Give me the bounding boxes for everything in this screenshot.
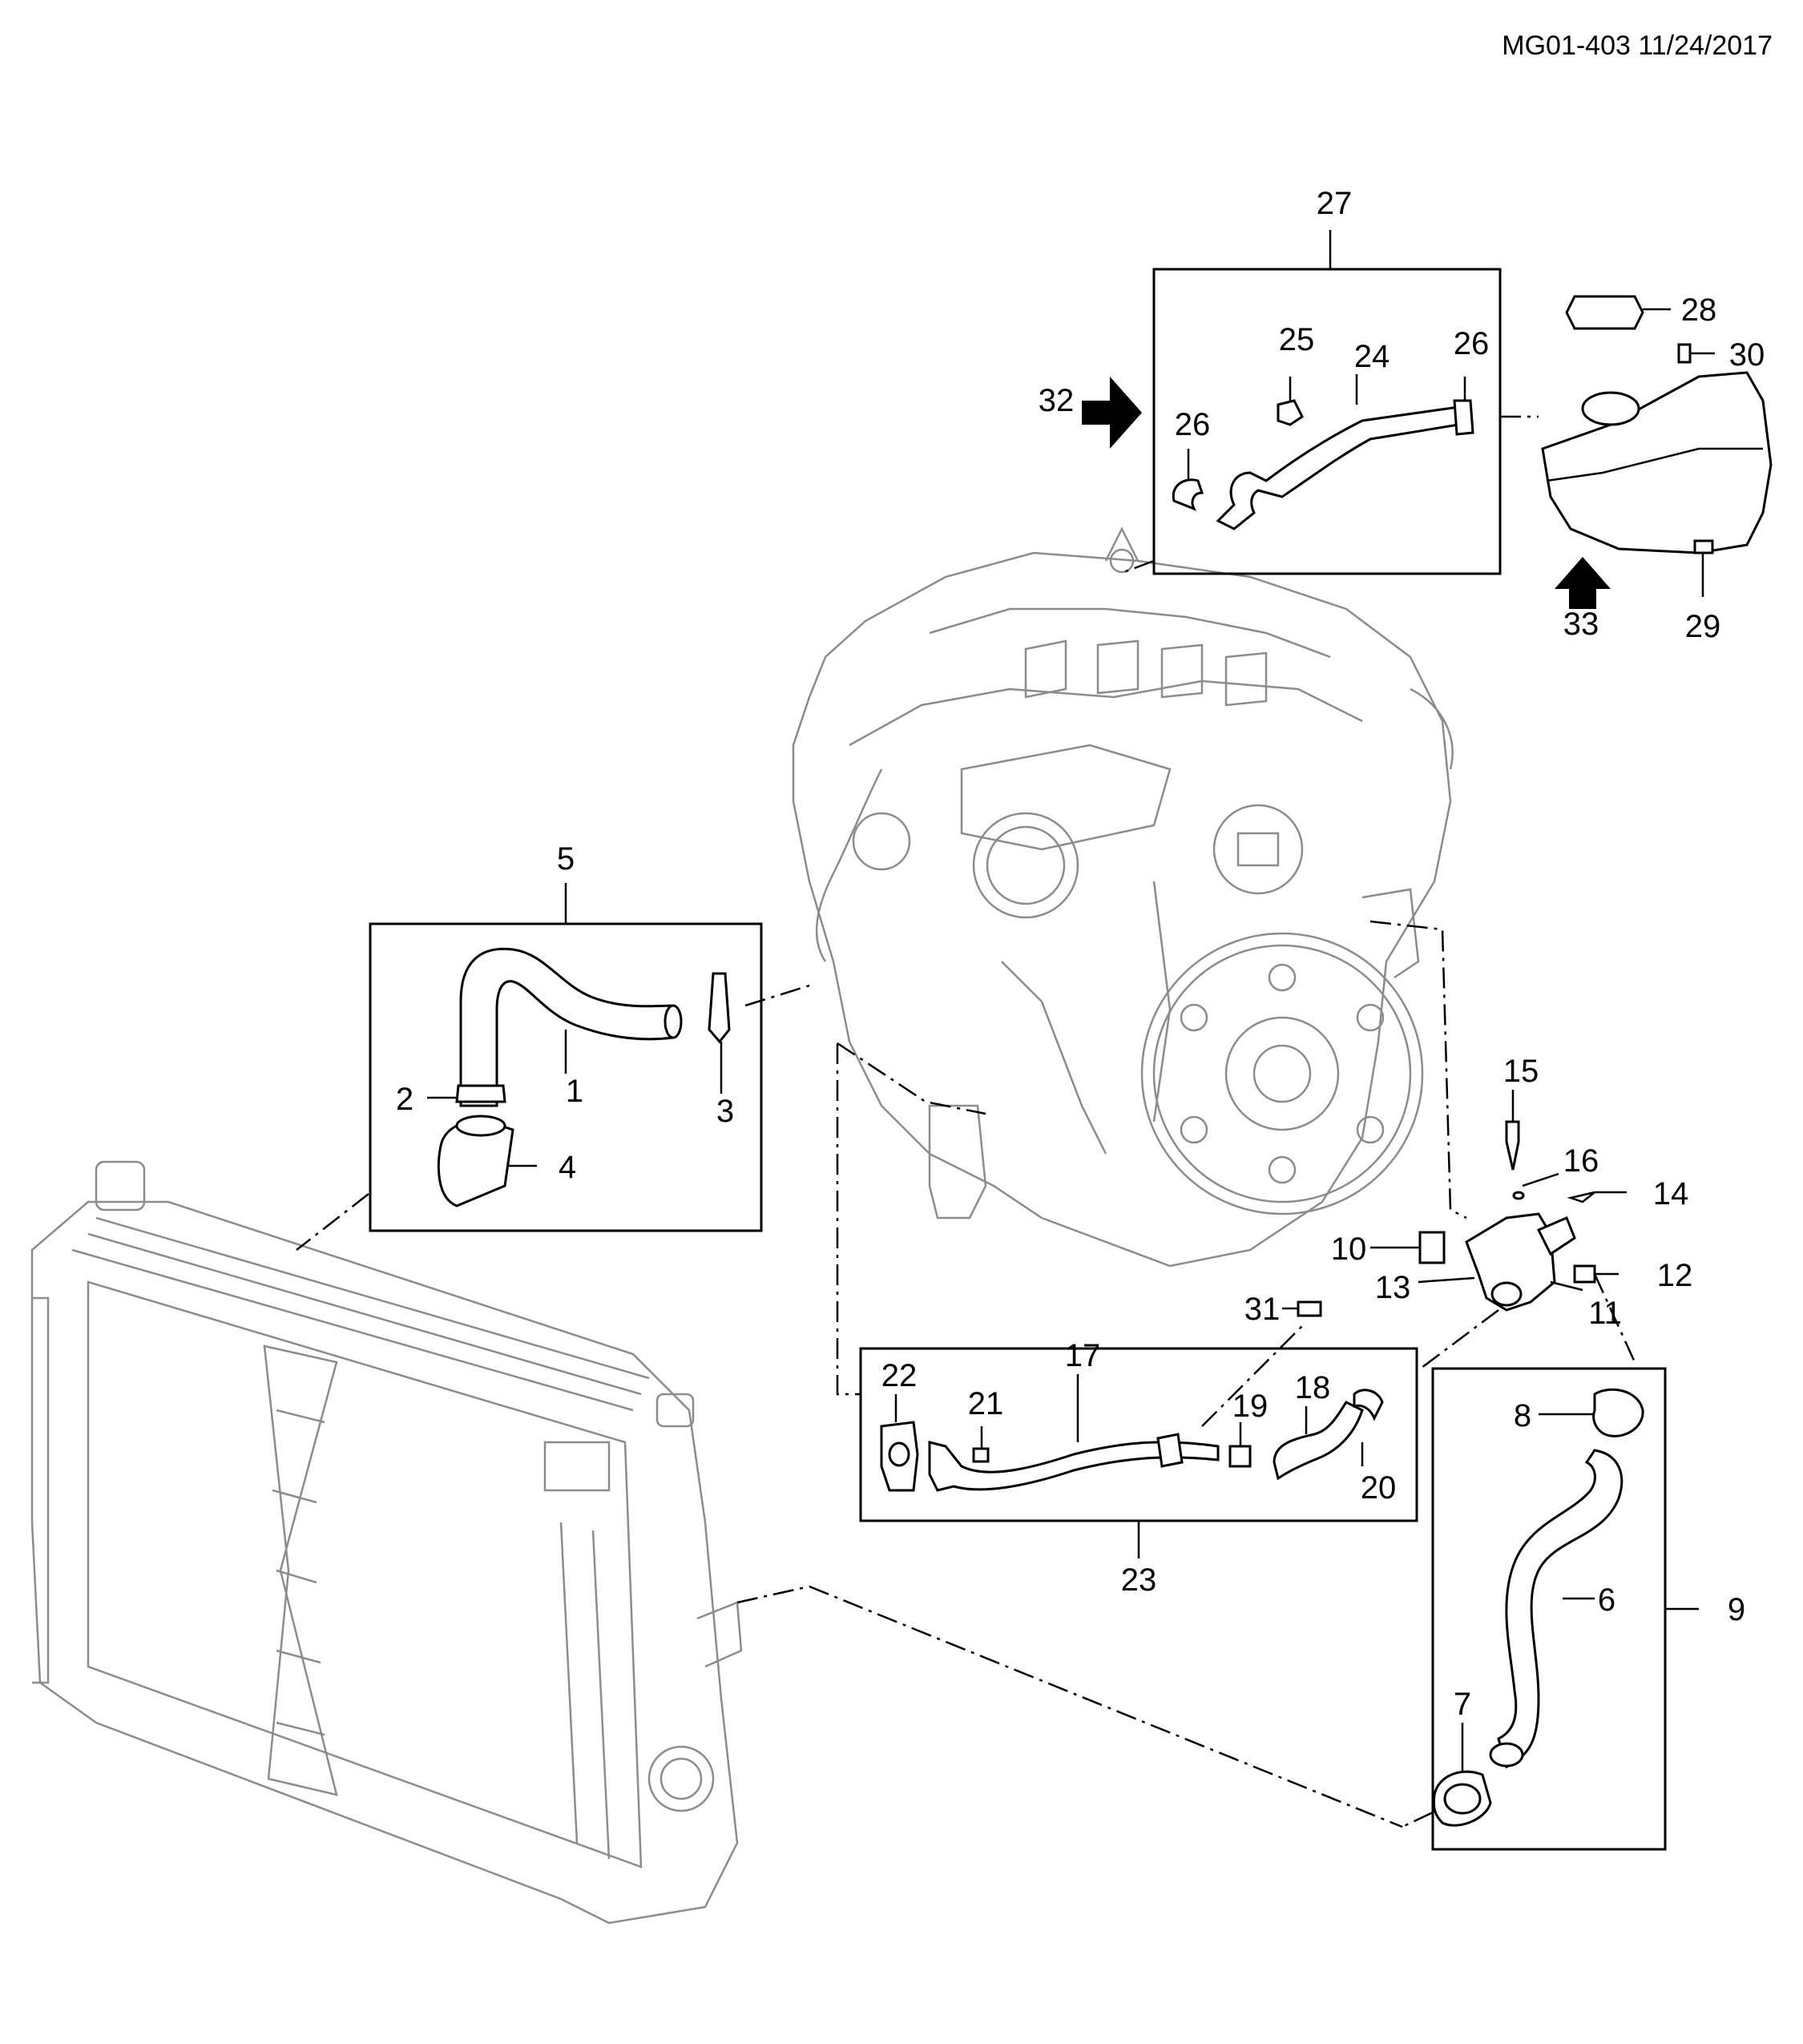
sensor-15 — [1505, 1120, 1520, 1171]
callout-4: 4 — [559, 1150, 576, 1185]
bracket-near-17 — [1156, 1433, 1184, 1468]
callout-33: 33 — [1563, 607, 1599, 642]
callout-18: 18 — [1295, 1370, 1331, 1405]
water-outlet-housing — [1297, 1120, 1636, 1371]
callout-29: 29 — [1685, 609, 1721, 644]
connection-lines — [296, 920, 1467, 1828]
clamp-19 — [1228, 1445, 1252, 1468]
coolant-reservoir — [1541, 295, 1773, 554]
bolt-12 — [1573, 1264, 1596, 1284]
hose-connector-4 — [437, 1119, 514, 1207]
callout-28: 28 — [1681, 292, 1717, 328]
engine-illustration — [792, 526, 1454, 1268]
direction-arrow-32 — [1082, 377, 1142, 449]
hose-clamp-26-right — [1453, 399, 1474, 436]
callout-23: 23 — [1121, 1562, 1157, 1598]
callout-12: 12 — [1657, 1258, 1693, 1293]
hose-clamp-8 — [1592, 1388, 1644, 1437]
hose-18 — [1273, 1401, 1364, 1481]
seal-16 — [1512, 1191, 1525, 1200]
callout-24: 24 — [1354, 339, 1390, 374]
callout-26-left: 26 — [1175, 407, 1211, 442]
clip-25 — [1277, 399, 1304, 426]
callout-11: 11 — [1588, 1296, 1622, 1331]
leader-lines — [427, 308, 1715, 1771]
bypass-pipe-17 — [928, 1441, 1220, 1492]
callout-15: 15 — [1503, 1054, 1539, 1089]
callout-10: 10 — [1331, 1232, 1367, 1267]
callout-30: 30 — [1729, 337, 1765, 373]
group-box-5 — [369, 883, 810, 1232]
callout-9: 9 — [1728, 1592, 1745, 1627]
callout-5: 5 — [557, 841, 575, 877]
diagram-reference: MG01-403 11/24/2017 — [1502, 30, 1773, 61]
radiator-illustration — [30, 1160, 743, 1925]
callout-6: 6 — [1598, 1582, 1615, 1618]
overflow-hose-24 — [1216, 405, 1460, 530]
callout-2: 2 — [396, 1082, 413, 1117]
bolt-21 — [972, 1447, 990, 1463]
group-box-27 — [1121, 230, 1539, 575]
callout-14: 14 — [1653, 1176, 1689, 1211]
direction-arrow-33 — [1555, 557, 1611, 609]
callout-31: 31 — [1244, 1292, 1281, 1327]
reservoir-clip-30 — [1677, 343, 1692, 364]
clamp-20 — [1353, 1389, 1384, 1421]
reservoir-cap-28 — [1565, 295, 1644, 330]
callout-22: 22 — [881, 1358, 918, 1393]
callout-3: 3 — [716, 1094, 734, 1129]
callout-16: 16 — [1563, 1143, 1599, 1179]
bolt-31 — [1297, 1300, 1322, 1317]
gasket-10 — [1418, 1231, 1446, 1264]
callout-8: 8 — [1514, 1398, 1531, 1433]
callout-labels: 1 2 3 4 5 6 7 8 9 10 11 12 13 14 15 16 1… — [396, 186, 1765, 1722]
callout-7: 7 — [1454, 1687, 1471, 1722]
callout-17: 17 — [1065, 1338, 1101, 1373]
callout-20: 20 — [1361, 1470, 1397, 1506]
callout-1: 1 — [566, 1074, 583, 1109]
callout-27: 27 — [1317, 186, 1353, 221]
callout-32: 32 — [1039, 383, 1075, 418]
callout-13: 13 — [1375, 1270, 1411, 1305]
callout-19: 19 — [1232, 1389, 1269, 1424]
reservoir-sensor-29 — [1693, 539, 1714, 554]
callout-25: 25 — [1279, 322, 1315, 357]
hose-clamp-2 — [455, 1084, 506, 1103]
clip-14 — [1567, 1191, 1595, 1203]
callout-26-right: 26 — [1454, 326, 1490, 361]
hose-bracket-3 — [708, 972, 731, 1044]
hose-clamp-26-left — [1172, 478, 1204, 511]
group-box-23 — [859, 1321, 1418, 1558]
callout-21: 21 — [968, 1386, 1004, 1421]
group-box-9 — [1402, 1367, 1699, 1851]
